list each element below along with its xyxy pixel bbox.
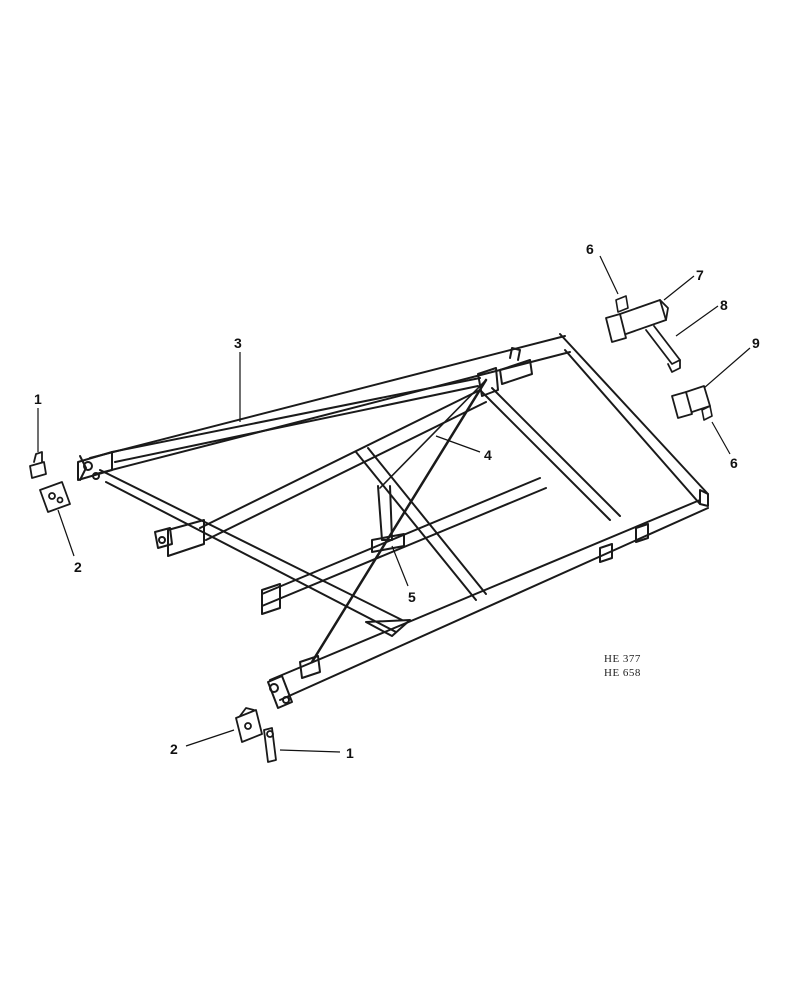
callout-6-lower: 6	[730, 455, 738, 471]
callout-8: 8	[720, 297, 728, 313]
bracket-bottom	[235, 707, 263, 743]
callout-labels: 1 2 3 4 5 6 7 8 9 6 2 1	[34, 241, 760, 761]
pin-left	[29, 451, 47, 479]
callout-2-left: 2	[74, 559, 82, 575]
callout-6-upper: 6	[586, 241, 594, 257]
figure-code-block: HE 377 HE 658	[604, 653, 641, 679]
mount-bracket	[671, 385, 711, 419]
clip-upper	[615, 295, 629, 313]
figure-code-2: HE 658	[604, 667, 641, 679]
clip-lower	[701, 405, 713, 421]
pin-bottom	[263, 727, 277, 763]
leader-lines	[37, 255, 751, 753]
callout-5: 5	[408, 589, 416, 605]
callout-7: 7	[696, 267, 704, 283]
callout-1-left: 1	[34, 391, 42, 407]
extension-bracket	[605, 299, 669, 343]
callout-4: 4	[484, 447, 492, 463]
bar	[645, 325, 681, 373]
bracket-left	[39, 481, 71, 513]
figure-code-1: HE 377	[604, 653, 641, 665]
main-frame	[77, 333, 709, 709]
callout-9: 9	[752, 335, 760, 351]
callout-2-bottom: 2	[170, 741, 178, 757]
callout-3: 3	[234, 335, 242, 351]
callout-1-bottom: 1	[346, 745, 354, 761]
